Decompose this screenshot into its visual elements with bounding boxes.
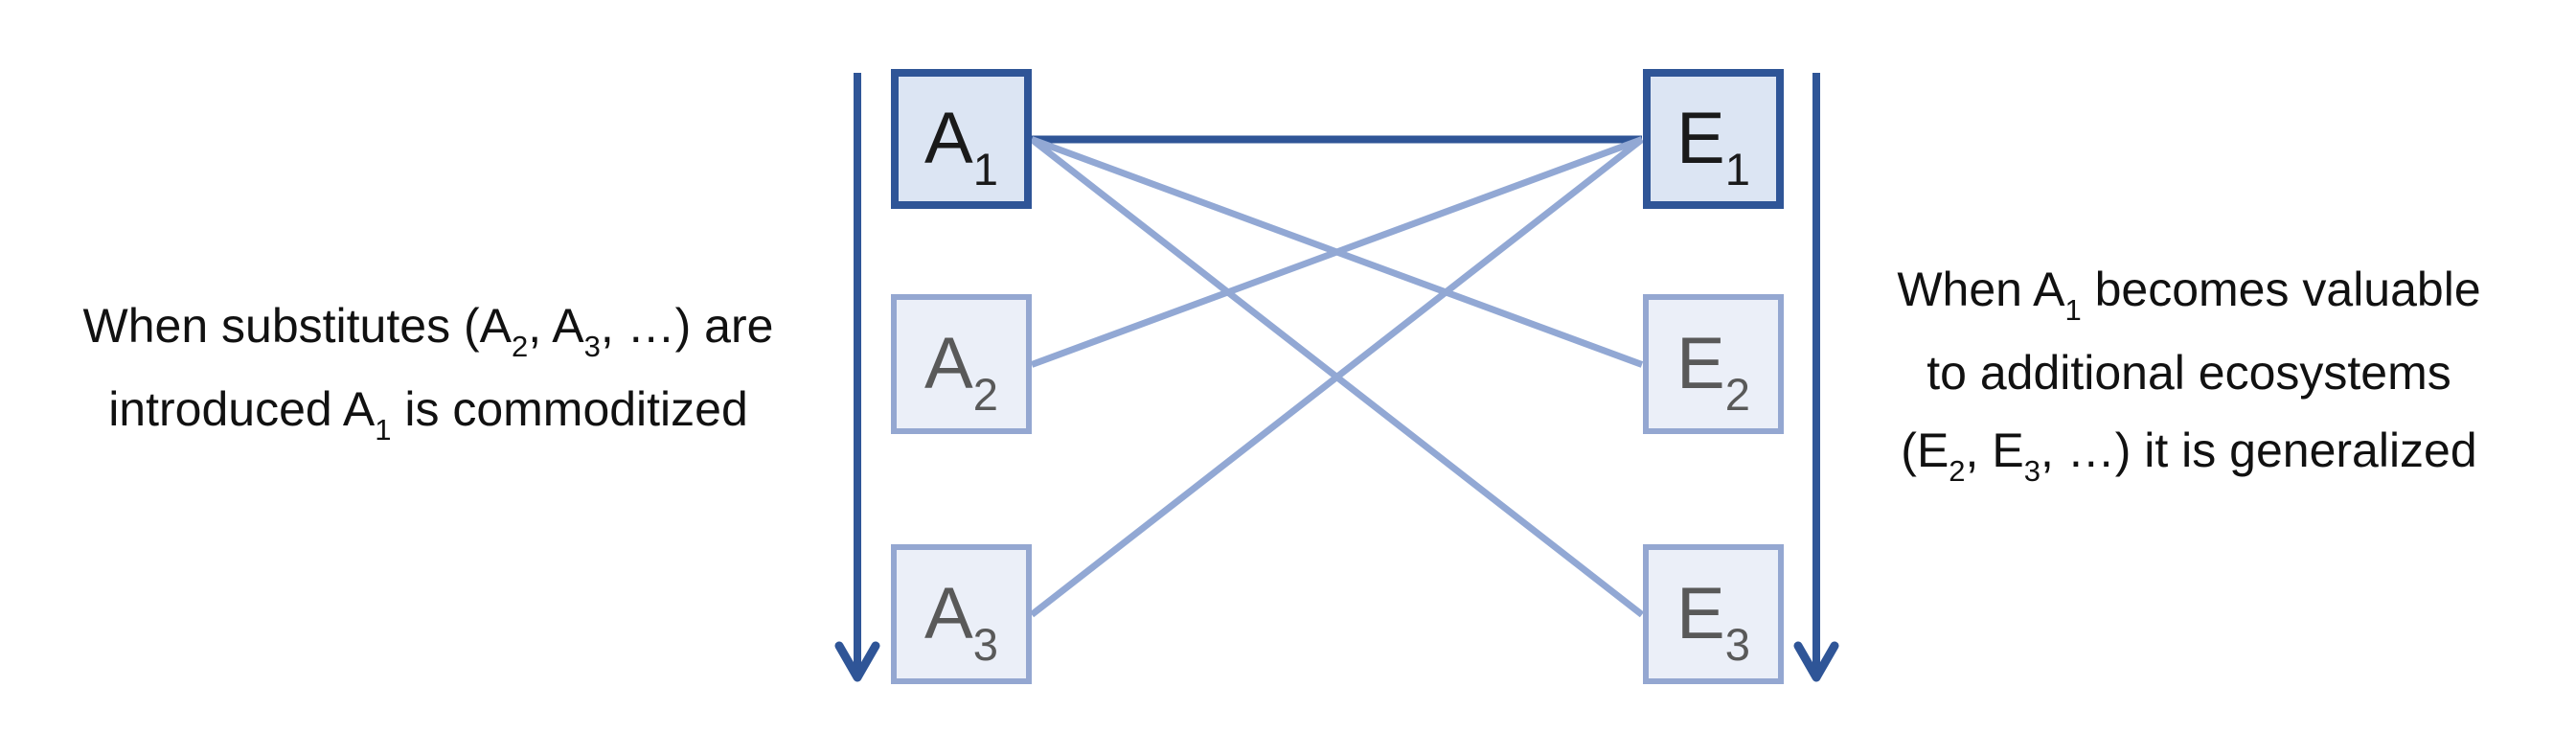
caption-line: introduced A1 is commoditized [108,382,748,447]
caption-line: to additional ecosystems [1926,346,2451,400]
node-a1-label: A1 [924,98,998,195]
node-e2-label: E2 [1676,323,1750,420]
node-e1: E1 [1643,69,1784,209]
caption-line: When A1 becomes valuable [1897,263,2481,327]
node-e2: E2 [1643,294,1784,434]
node-e3: E3 [1643,544,1784,684]
edge-a2-e1 [1030,136,1644,368]
node-a3-label: A3 [924,573,998,670]
caption-line: (E2, E3, …) it is generalized [1901,424,2477,488]
right-caption: When A1 becomes valuable to additional ec… [1825,251,2553,495]
left-guide-arrowhead-icon [834,641,880,682]
right-guide-arrowhead-icon [1793,641,1839,682]
node-a2-label: A2 [924,323,998,420]
edge-a3-e1 [1029,136,1645,618]
caption-line: When substitutes (A2, A3, …) are [82,299,774,363]
node-e3-label: E3 [1676,573,1750,670]
node-a2: A2 [891,294,1032,434]
node-a3: A3 [891,544,1032,684]
node-a1: A1 [891,69,1032,209]
left-caption: When substitutes (A2, A3, …) are introduc… [29,287,828,454]
node-e1-label: E1 [1676,98,1750,195]
